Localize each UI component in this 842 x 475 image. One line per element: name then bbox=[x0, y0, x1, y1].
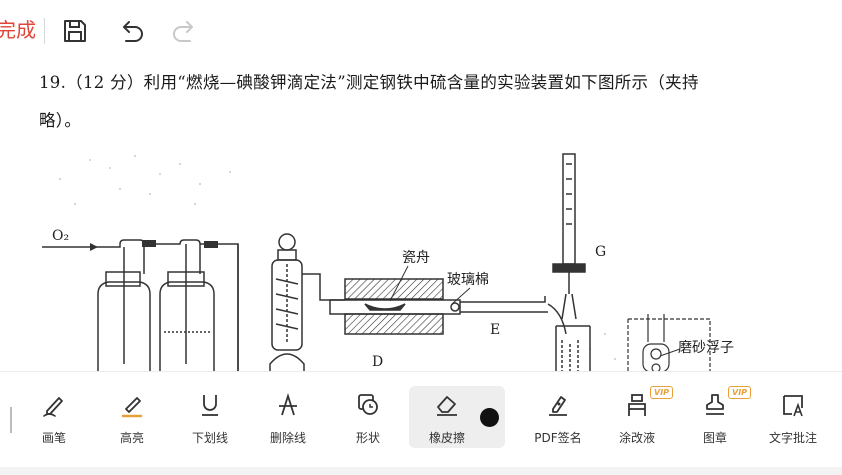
tool-pen[interactable]: 画笔 bbox=[19, 372, 89, 452]
tool-label: 图章 bbox=[702, 431, 727, 445]
top-toolbar: 完成 bbox=[0, 0, 842, 60]
tool-stamp[interactable]: 图章 bbox=[680, 372, 750, 452]
drying-column bbox=[269, 233, 345, 372]
strikethrough-icon bbox=[279, 393, 297, 416]
inset-float-detail bbox=[627, 314, 711, 372]
G-label: G bbox=[595, 244, 606, 260]
tool-text-annotation[interactable]: 文字批注 bbox=[758, 372, 828, 452]
shape-icon bbox=[358, 394, 378, 415]
tool-pdf-signature[interactable]: PDF签名 bbox=[523, 372, 593, 452]
signature-icon bbox=[549, 396, 567, 416]
tool-shape[interactable]: 形状 bbox=[333, 372, 403, 452]
burette-G bbox=[552, 153, 586, 320]
D-label: D bbox=[372, 354, 383, 370]
titration-vessel bbox=[555, 325, 591, 372]
divider bbox=[44, 18, 45, 44]
annotation-toolbar: 画笔 高亮 下划线 删除线 形状 bbox=[0, 371, 842, 475]
highlighter-icon bbox=[122, 397, 142, 418]
save-icon[interactable] bbox=[60, 16, 90, 46]
tool-highlighter[interactable]: 高亮 bbox=[97, 372, 167, 452]
text-annotation-icon bbox=[783, 395, 803, 417]
redo-icon[interactable] bbox=[170, 16, 200, 46]
apparatus-figure: O₂ bbox=[42, 153, 734, 372]
document-page: 19.（12 分）利用“燃烧—碘酸钾滴定法”测定钢铁中硫含量的实验装置如下图所示… bbox=[0, 60, 842, 372]
glass-wool-label: 玻璃棉 bbox=[447, 271, 489, 288]
tool-label: 下划线 bbox=[191, 431, 228, 445]
underline-icon bbox=[202, 395, 218, 416]
tool-label: PDF签名 bbox=[534, 431, 582, 445]
done-button[interactable]: 完成 bbox=[0, 18, 36, 42]
eraser-size-dot[interactable] bbox=[480, 408, 499, 427]
tube-furnace-D bbox=[329, 278, 461, 335]
o2-label: O₂ bbox=[52, 228, 69, 244]
tool-label: 删除线 bbox=[269, 431, 306, 445]
E-label: E bbox=[490, 322, 500, 338]
tool-label: 画笔 bbox=[41, 431, 66, 445]
undo-icon[interactable] bbox=[116, 16, 146, 46]
tool-eraser[interactable]: 橡皮擦 bbox=[409, 372, 505, 452]
eraser-icon bbox=[437, 396, 457, 416]
wash-bottle-2 bbox=[144, 239, 239, 372]
tool-underline[interactable]: 下划线 bbox=[175, 372, 245, 452]
correction-fluid-icon bbox=[628, 394, 646, 416]
float-label: 磨砂浮子 bbox=[678, 340, 734, 356]
toolbar-shade bbox=[0, 467, 842, 475]
vip-badge: VIP bbox=[650, 386, 674, 399]
stamp-icon bbox=[706, 394, 724, 415]
tool-label: 形状 bbox=[355, 431, 380, 445]
vip-badge: VIP bbox=[728, 386, 752, 399]
tool-label: 高亮 bbox=[119, 431, 144, 445]
boat-label: 瓷舟 bbox=[402, 250, 430, 266]
question-text-line-1: 19.（12 分）利用“燃烧—碘酸钾滴定法”测定钢铁中硫含量的实验装置如下图所示… bbox=[39, 73, 699, 92]
tool-correction-fluid[interactable]: 涂改液 bbox=[602, 372, 672, 452]
pen-icon bbox=[43, 397, 63, 417]
tube-E bbox=[450, 296, 567, 335]
tool-strikethrough[interactable]: 删除线 bbox=[253, 372, 323, 452]
toolbar-left-edge bbox=[10, 407, 12, 433]
tool-label: 涂改液 bbox=[618, 431, 655, 445]
tool-label: 橡皮擦 bbox=[428, 431, 465, 445]
question-text-line-2: 略）。 bbox=[39, 111, 82, 130]
scan-speckle bbox=[59, 155, 616, 360]
wash-bottle-1 bbox=[97, 239, 151, 372]
tool-label: 文字批注 bbox=[768, 431, 817, 445]
